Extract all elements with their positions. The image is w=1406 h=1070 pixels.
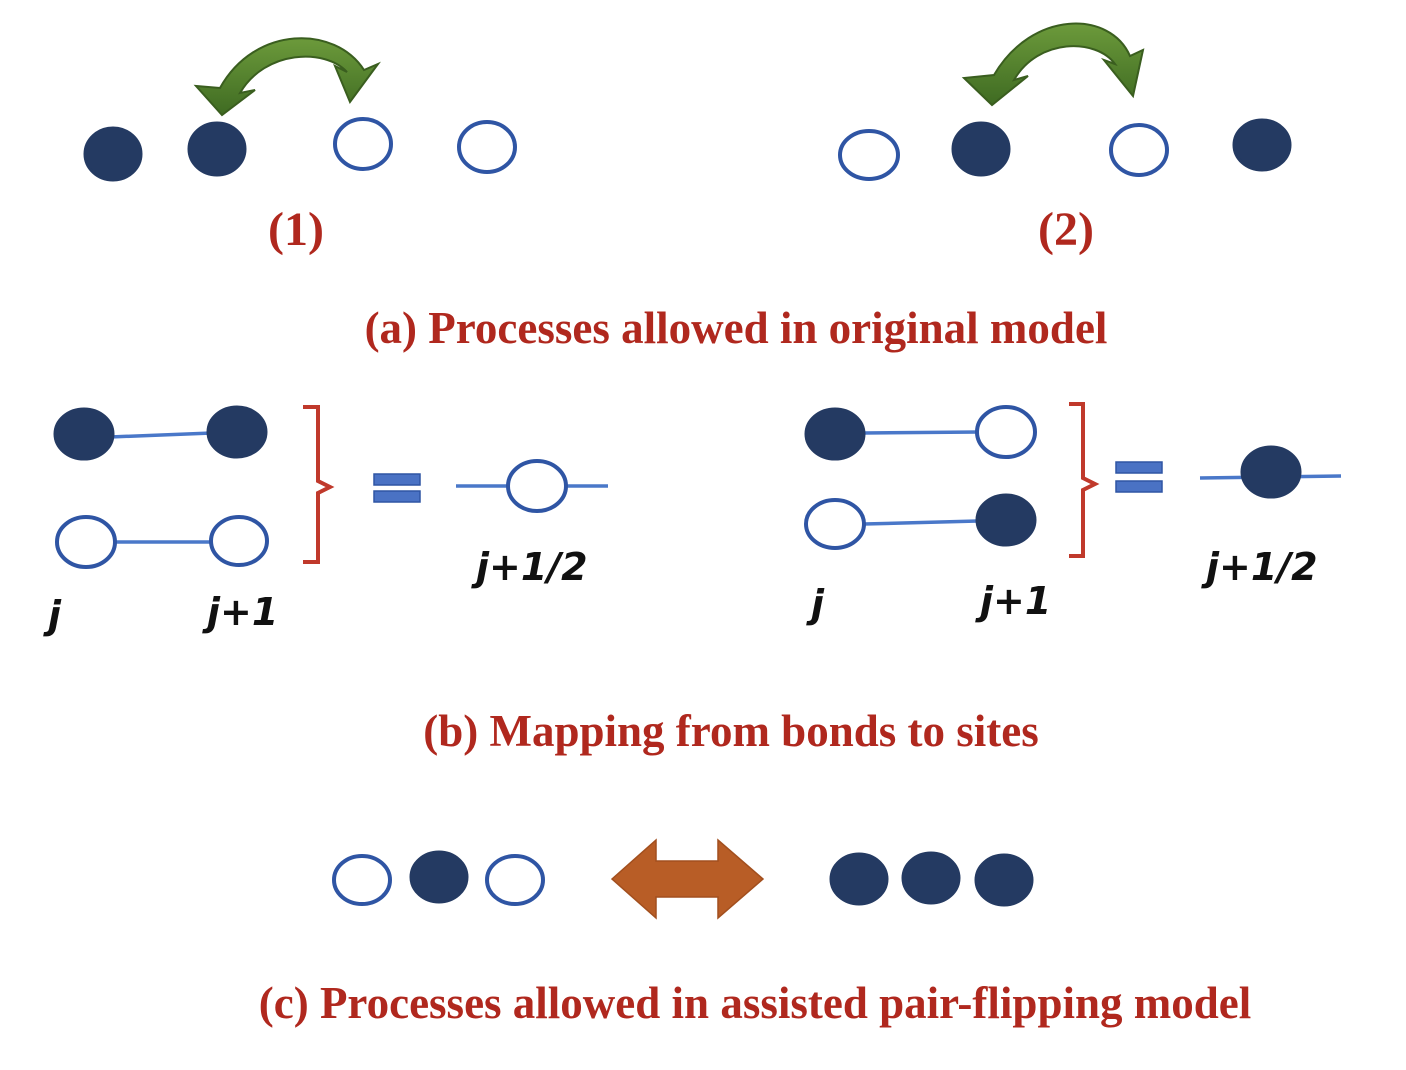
site-filled [804,407,866,461]
site-empty [975,405,1037,459]
curved-hop-arrow-icon [961,22,1145,107]
bond-line [109,431,213,439]
site-filled [1232,118,1292,172]
process-1: (1) [83,37,517,256]
panel-a-caption: (a) Processes allowed in original model [365,303,1108,353]
bond-line [863,519,979,526]
site-empty [457,120,517,174]
site-filled [187,121,247,177]
site-filled [83,126,143,182]
panel-a: (1) (2) (a) Processes allowed in origina… [83,22,1292,353]
panel-c: (c) Processes allowed in assisted pair-f… [259,838,1251,1028]
site-empty [209,515,269,567]
process-2: (2) [838,22,1292,256]
equals-icon [373,473,421,503]
process-1-label: (1) [268,203,324,256]
bond-line [863,430,981,435]
panel-c-caption: (c) Processes allowed in assisted pair-f… [259,978,1251,1028]
curved-hop-arrow-icon [193,37,381,117]
site-filled [975,493,1037,547]
label-j-plus-1: j+1 [202,590,278,634]
site-filled [829,852,889,906]
site-empty [1109,123,1169,177]
process-2-label: (2) [1038,203,1094,256]
site-filled [1240,445,1302,499]
site-filled [901,851,961,905]
site-empty [332,854,392,906]
label-j-plus-1: j+1 [975,579,1051,623]
site-empty [838,129,900,181]
site-filled [974,853,1034,907]
mapping-left: j j+1 j+1/2 [43,405,608,637]
site-filled [206,405,268,459]
double-headed-arrow-icon [610,838,765,920]
site-filled [951,121,1011,177]
label-j: j [43,593,62,637]
label-j: j [806,582,825,626]
label-j-plus-half: j+1/2 [471,545,588,589]
mapping-right: j j+1 j+1/2 [804,402,1342,626]
panel-b: j j+1 j+1/2 j j+1 j+1/2 (b) Mapping from… [43,402,1342,756]
site-empty [804,498,866,550]
site-filled [409,850,469,904]
site-empty [333,117,393,171]
site-empty [485,854,545,906]
label-j-plus-half: j+1/2 [1201,545,1318,589]
site-empty [55,515,117,569]
right-brace-icon [303,405,335,564]
equals-icon [1115,461,1163,493]
site-empty [506,459,568,513]
right-brace-icon [1069,402,1100,558]
site-filled [53,407,115,461]
panel-b-caption: (b) Mapping from bonds to sites [423,706,1039,756]
